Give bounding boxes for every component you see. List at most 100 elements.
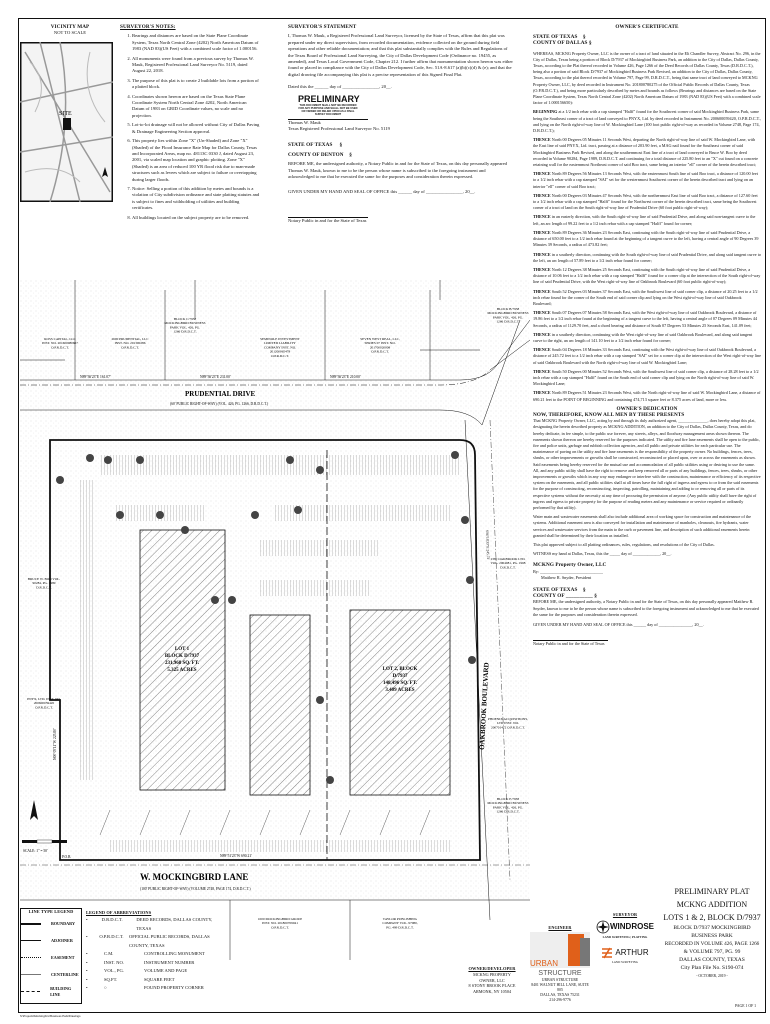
bullet: •: [86, 968, 88, 974]
stamp-text: THIS DOCUMENT SHALL NOT BE RECORDED FOR …: [298, 103, 358, 116]
engineer-block: ENGINEER URBAN STRUCTURE URBAN STRUCTURE…: [530, 925, 590, 1003]
section-symbol: §: [583, 34, 586, 41]
city-plan-file: City Plan File No. S190-074: [680, 965, 744, 971]
title-line: RECORDED IN VOLUME 426, PAGE 1266: [664, 941, 760, 947]
line-type-label: BUILDING LINE: [50, 985, 72, 997]
arthur-logo-text: ARTHUR: [615, 947, 649, 957]
lot-2-block: D/7937: [393, 674, 409, 679]
dedication-body: That MCKNG Property Owner, LLC, acting b…: [533, 418, 761, 511]
dated-line: Dated this the ______ day of ___________…: [288, 84, 392, 90]
bullet: •: [86, 976, 88, 982]
abbreviation-meaning: CONTROLLING MONUMENT: [144, 951, 205, 957]
thence-call: THENCE South 50 Degrees 00 Minutes 52 Se…: [533, 369, 761, 388]
abbreviations-title: LEGEND OF ABBREVIATIONS: [86, 910, 152, 915]
metes-and-bounds-calls: THENCE North 00 Degrees 05 Minutes 11 Se…: [533, 137, 761, 403]
note-item: The purpose of this plat is to create 2 …: [132, 78, 260, 91]
surveyor-name: Thomas W. Mauk: [288, 119, 321, 125]
line-sample: [21, 922, 41, 925]
thence-call: THENCE in a southerly direction, continu…: [533, 332, 761, 344]
windrose-logo-text: WINDROSE: [610, 922, 654, 932]
note-item: Coordinates shown hereon are based on th…: [132, 94, 260, 120]
thence-label: THENCE: [533, 288, 551, 294]
note-item: This property lies within Zone "X" (Un-S…: [132, 138, 260, 183]
thence-label: THENCE: [533, 192, 551, 198]
street-label-mockingbird-lane: W. MOCKINGBIRD LANE: [140, 872, 248, 882]
owners-certificate-title: OWNER'S CERTIFICATE: [615, 24, 679, 30]
surveyors-statement: SURVEYOR'S STATEMENT I, Thomas W. Mauk, …: [288, 24, 513, 224]
thence-call: THENCE North 89 Degrees 36 Minutes 23 Se…: [533, 230, 761, 249]
county-label: COUNTY OF __________: [533, 593, 593, 600]
notary-body: BEFORE ME, the undersigned authority, a …: [533, 599, 759, 617]
surveyors-notes: SURVEYOR'S NOTES: Bearings and distances…: [120, 24, 260, 224]
signature-line: By: ______________________________: [533, 568, 603, 574]
lot-boundary-building: [249, 614, 311, 796]
vicinity-map-title: VICINITY MAP: [50, 24, 90, 30]
section-symbol: §: [588, 40, 592, 47]
line-type-label: CENTERLINE: [51, 971, 79, 977]
line-type-row: BUILDING LINE: [21, 983, 81, 1000]
owner-line: 8 STONY BROOK PLACE: [468, 983, 516, 989]
title-line: BUSINESS PARK: [691, 933, 733, 939]
thence-text: in an easterly direction, with the South…: [533, 214, 756, 226]
north-arrow-icon: [30, 800, 38, 820]
owner-developer-title: OWNER/DEVELOPER: [468, 966, 516, 971]
plat-date: - OCTOBER, 2019 -: [696, 974, 728, 978]
abbreviation-meaning: FOUND PROPERTY CORNER: [144, 985, 204, 991]
bearing-label: S04°18'33"E 245.72': [485, 530, 490, 560]
engineer-line: 8401 WALNUT HILL LANE, SUITE 805: [531, 983, 589, 992]
thence-label: THENCE: [533, 137, 551, 143]
abbreviation: D.R.D.C.T.: [101, 917, 123, 923]
thence-label: THENCE: [533, 171, 551, 177]
line-type-row: BOUNDARY: [21, 915, 81, 932]
thence-label: THENCE: [533, 310, 551, 316]
witness-line: WITNESS my hand at Dallas, Texas, this t…: [533, 551, 672, 557]
line-type-legend-title: LINE TYPE LEGEND: [28, 909, 74, 914]
line-sample: [21, 991, 41, 993]
thence-label: THENCE: [533, 266, 551, 272]
abbreviation-meaning: DEED RECORDS, DALLAS COUNTY, TEXAS: [136, 917, 213, 931]
lot-1-building: [139, 529, 226, 791]
line-type-label: EASEMENT: [51, 954, 75, 960]
thence-text: North 89 Degrees 56 Minutes 13 Seconds W…: [533, 171, 758, 189]
abbreviation-row: •O.P.R.D.C.T.OFFICIAL PUBLIC RECORDS, DA…: [86, 933, 216, 950]
thence-call: THENCE in an easterly direction, with th…: [533, 214, 761, 226]
water-easement-text: Water main and wastewater easements shal…: [533, 514, 752, 538]
adjoiner-label: SEVEN WEST REAL, LLC,SERIES 07 INST. NO.…: [360, 337, 400, 354]
given-line: GIVEN UNDER MY HAND AND SEAL OF OFFICE t…: [288, 188, 476, 194]
adjoiner-label: 2380 OAKBROOK LTD.VOL. 2004081, PG. 1968…: [490, 557, 525, 569]
bearing-label: N00°05'11"W 225.80': [53, 728, 57, 760]
abbreviation-row: •○FOUND PROPERTY CORNER: [86, 984, 216, 993]
north-arrow-icon: [102, 167, 108, 177]
whereas-paragraph: WHEREAS, MCKNG Property Owner, LLC is th…: [533, 50, 761, 106]
lot-1-block: BLOCK D/7937: [165, 654, 200, 659]
thence-text: North 00 Degrees 03 Minutes 47 Seconds W…: [533, 192, 758, 211]
arthur-logo-icon: [602, 947, 613, 959]
surveyor-license: Texas Registered Professional Land Surve…: [288, 126, 390, 132]
title-line: BLOCK D/7937 MOCKINGBIRD: [673, 925, 751, 931]
scale-label: SCALE: 1" = 50': [23, 849, 48, 853]
owner-signer: Matthew R. Snyder, President: [541, 574, 592, 580]
thence-text: North 89 Degrees 51 Minutes 23 Seconds W…: [533, 390, 761, 402]
bullet: •: [86, 951, 88, 957]
street-label-prudential-drive: PRUDENTIAL DRIVE: [185, 390, 256, 398]
lot-2-area-acres: 3.409 ACRES: [385, 688, 414, 693]
given-line: GIVEN UNDER MY HAND AND SEAL OF OFFICE t…: [533, 622, 704, 628]
state-label: STATE OF TEXAS: [533, 34, 578, 41]
abbreviation: C.M.: [104, 951, 114, 957]
bearing-label: N89°36'23"E 231.00': [200, 375, 231, 379]
windrose-subtitle: LAND SURVEYING | PLATTING: [602, 935, 648, 940]
thence-call: THENCE North 89 Degrees 51 Minutes 23 Se…: [533, 390, 761, 402]
plat-title: PRELIMINARY PLAT: [674, 887, 750, 896]
adjoiner-label: PHOENIX ACQUISITIONS,LTD INST. NO.200701…: [488, 717, 528, 729]
note-item: All buildings located on the subject pro…: [132, 215, 260, 221]
surveyors-statement-body: I, Thomas W. Mauk, a Registered Professi…: [288, 33, 513, 77]
thence-label: THENCE: [533, 347, 551, 353]
bearing-label: N89°36'23"E 210.00': [330, 375, 361, 379]
now-therefore-heading: NOW, THEREFORE, KNOW ALL MEN BY THESE PR…: [533, 411, 685, 418]
owner-line: OWNER, LLC: [479, 977, 505, 983]
